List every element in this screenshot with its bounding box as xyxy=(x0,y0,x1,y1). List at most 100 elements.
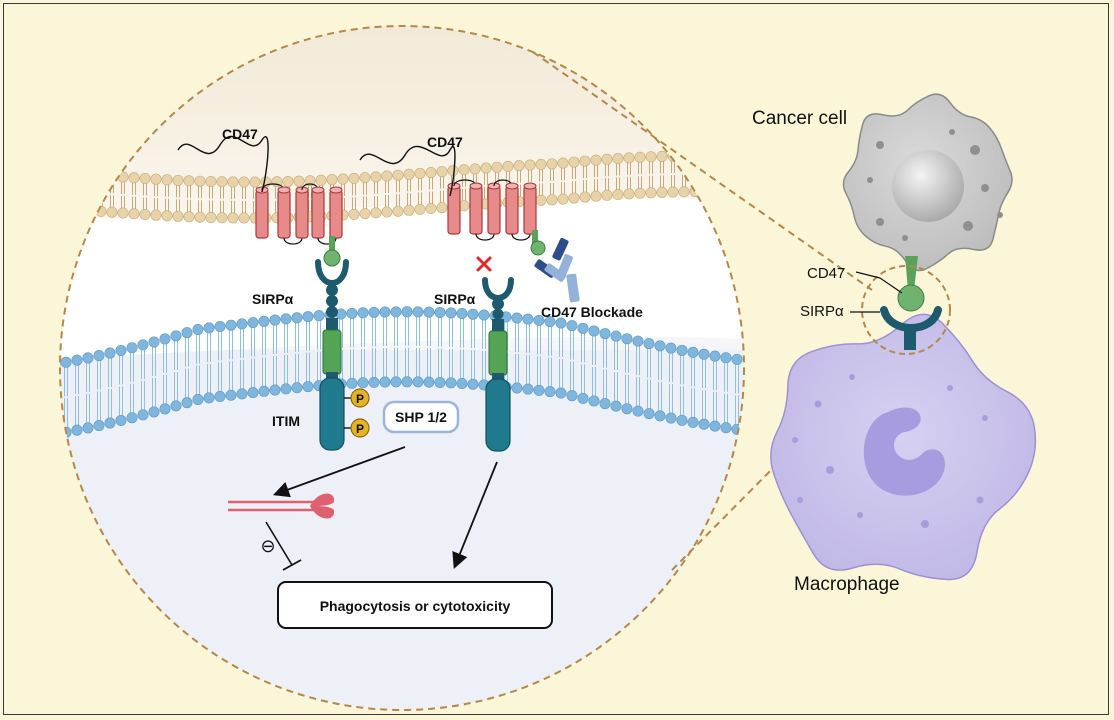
receptor-to-outcome-arrow xyxy=(452,461,498,570)
cancer-membrane-lipid-head xyxy=(337,173,349,185)
macrophage-membrane-lipid-head xyxy=(346,307,358,319)
overview-sirpa-label: SIRPα xyxy=(800,303,844,320)
macrophage-membrane-lipid-head xyxy=(456,377,468,389)
cancer-membrane-lipid-head xyxy=(568,192,580,204)
cd47-blockade-antibody-icon xyxy=(534,237,580,303)
macrophage-membrane-lipid-head xyxy=(445,307,457,319)
phospho-group-1: P xyxy=(344,388,370,408)
macrophage-membrane-lipid-head xyxy=(269,384,281,396)
macrophage-membrane-lipid-head xyxy=(588,325,600,337)
macrophage-membrane-lipid-head xyxy=(467,378,479,390)
macrophage-membrane-lipid-head xyxy=(203,392,215,404)
cd47-right-label: CD47 xyxy=(427,134,463,150)
macrophage-membrane-lipid-head xyxy=(621,403,633,415)
macrophage-membrane-lipid-head xyxy=(379,376,391,388)
cancer-membrane-lipid-head xyxy=(601,153,613,165)
macrophage-membrane-lipid-head xyxy=(115,414,127,426)
cancer-membrane-lipid-head xyxy=(711,149,723,161)
phospho-group-2: P xyxy=(344,418,370,438)
macrophage-membrane-lipid-head xyxy=(478,309,490,321)
macrophage-membrane-lipid-head xyxy=(566,320,578,332)
cancer-membrane-lipid-head xyxy=(161,210,173,222)
macrophage-nucleus xyxy=(863,407,946,496)
macrophage-membrane-lipid-head xyxy=(258,315,270,327)
macrophage-membrane-lipid-head xyxy=(654,340,666,352)
macrophage-membrane-lipid-head xyxy=(291,382,303,394)
macrophage-membrane-lipid-head xyxy=(533,384,545,396)
macrophage-membrane-lipid-head xyxy=(313,310,325,322)
macrophage-membrane-lipid-head xyxy=(170,400,182,412)
cancer-membrane-lipid-head xyxy=(403,168,415,180)
macrophage-membrane-lipid-head xyxy=(170,330,182,342)
itim-label: ITIM xyxy=(272,413,300,429)
macrophage-membrane-lipid-head xyxy=(225,319,237,331)
cancer-membrane-lipid-head xyxy=(612,153,624,165)
cancer-membrane-lipid-head xyxy=(678,186,690,198)
phospho-label-1: P xyxy=(356,392,364,406)
cancer-membrane-lipid-head xyxy=(139,173,151,185)
macrophage-membrane-lipid-head xyxy=(247,317,259,329)
macrophage-membrane-lipid-head xyxy=(522,313,534,325)
cancer-membrane-lipid-head xyxy=(216,212,228,224)
macrophage-membrane-lipid-head xyxy=(159,403,171,415)
macrophage-membrane-lipid-head xyxy=(731,353,743,365)
macrophage-membrane-lipid-head xyxy=(357,377,369,389)
cancer-membrane-lipid-head xyxy=(150,209,162,221)
macrophage-membrane-lipid-head xyxy=(577,392,589,404)
inhibition-bar xyxy=(265,521,302,571)
macrophage-membrane-lipid-head xyxy=(511,312,523,324)
sirpa-receptor-right xyxy=(482,277,514,452)
sirpa-left-label: SIRPα xyxy=(252,291,294,307)
cancer-membrane-lipid-head xyxy=(711,185,723,197)
macrophage-membrane-lipid-head xyxy=(698,418,710,430)
cancer-membrane-lipid-head xyxy=(348,208,360,220)
macrophage-membrane-lipid-head xyxy=(236,388,248,400)
macrophage-membrane-lipid-head xyxy=(676,344,688,356)
cancer-membrane-lipid-head xyxy=(469,163,481,175)
cancer-membrane-lipid-head xyxy=(667,186,679,198)
macrophage-membrane-lipid-head xyxy=(445,377,457,389)
cancer-membrane-lipid-head xyxy=(95,169,107,181)
cancer-membrane-lipid-head xyxy=(601,189,613,201)
macrophage-membrane-lipid-head xyxy=(71,354,83,366)
macrophage-membrane-lipid-head xyxy=(390,306,402,318)
macrophage-membrane-lipid-head xyxy=(302,311,314,323)
cancer-membrane-lipid-head xyxy=(238,212,250,224)
macrophage-membrane-lipid-head xyxy=(588,395,600,407)
cancer-membrane-lipid-head xyxy=(172,174,184,186)
macrophage-membrane-lipid-head xyxy=(599,328,611,340)
macrophage-membrane-lipid-head xyxy=(401,376,413,388)
macrophage-membrane-lipid-head xyxy=(456,307,468,319)
cd47-left-ecd-strand xyxy=(177,135,269,193)
cancer-membrane-lipid-head xyxy=(425,166,437,178)
macrophage-membrane-lipid-head xyxy=(390,376,402,388)
cancer-membrane-lipid-head xyxy=(480,162,492,174)
cancer-cell xyxy=(842,93,1013,272)
cancer-membrane-lipid-head xyxy=(557,193,569,205)
cancer-membrane-lipid-head xyxy=(128,172,140,184)
inhibit-symbol: ⊖ xyxy=(260,536,275,556)
cancer-membrane-lipid-head xyxy=(689,150,701,162)
cancer-membrane-lipid-head xyxy=(403,204,415,216)
cancer-membrane-lipid-head xyxy=(392,205,404,217)
cancer-membrane-lipid-head xyxy=(568,156,580,168)
macrophage-membrane-lipid-head xyxy=(60,428,61,440)
macrophage-membrane-lipid-head xyxy=(621,333,633,345)
cancer-membrane-lipid-head xyxy=(172,210,184,222)
macrophage-membrane-lipid-head xyxy=(698,348,710,360)
macrophage-membrane-lipid-head xyxy=(236,318,248,330)
cancer-membrane-lipid-head xyxy=(656,186,668,198)
cancer-membrane-lipid-head xyxy=(579,155,591,167)
macrophage-membrane-lipid-head xyxy=(709,350,721,362)
cd47-left-label: CD47 xyxy=(222,126,258,142)
macrophage-membrane-lipid-head xyxy=(434,376,446,388)
cancer-membrane-lipid-head xyxy=(623,152,635,164)
sirpa-receptor-left xyxy=(315,259,349,451)
macrophage-membrane-lipid-head xyxy=(434,306,446,318)
macrophage-membrane-lipid-head xyxy=(632,335,644,347)
cd47-right-ecd-strand xyxy=(359,145,456,197)
cancer-membrane-lipid-head xyxy=(326,174,338,186)
cd47-protein-left xyxy=(255,183,343,245)
macrophage-membrane-lipid-head xyxy=(423,376,435,388)
